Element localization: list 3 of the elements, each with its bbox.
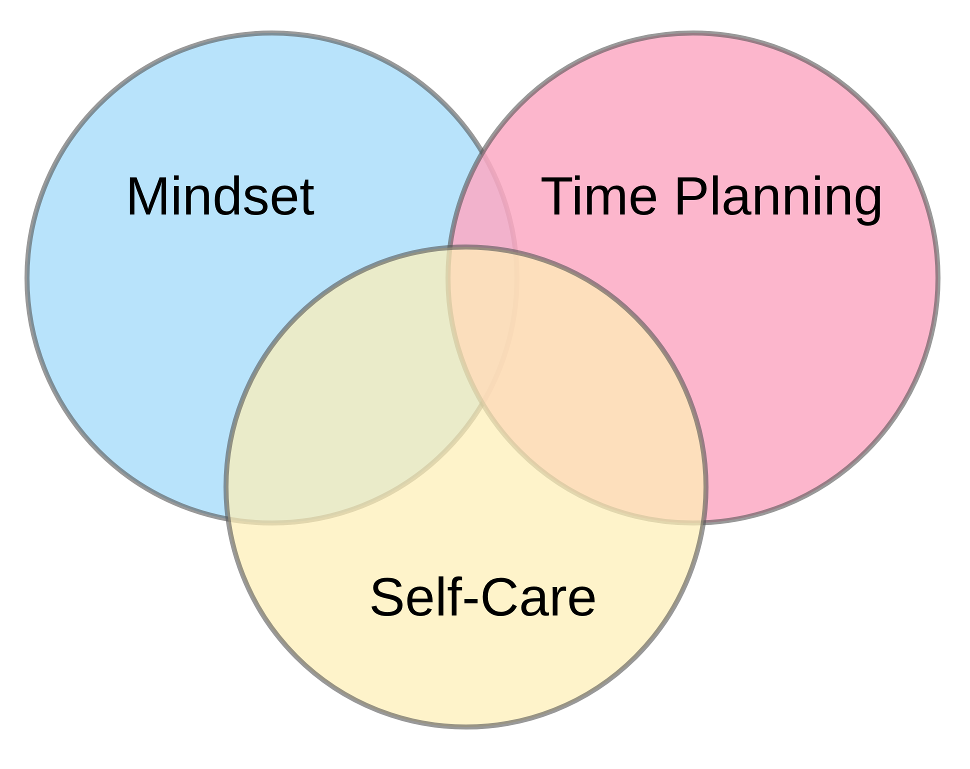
circle-label: Mindset	[125, 167, 315, 227]
circle-label: Self-Care	[368, 568, 598, 628]
circle-label: Time Planning	[540, 167, 884, 227]
